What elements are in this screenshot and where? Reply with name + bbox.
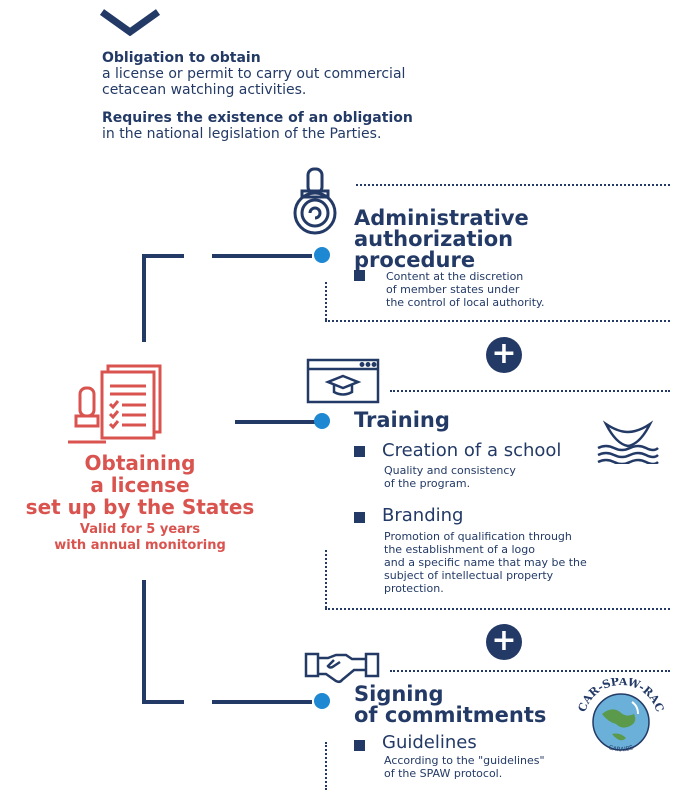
admin-title-line: authorization (354, 227, 514, 251)
admin-text: Content at the discretion of member stat… (386, 270, 544, 309)
validity-line: with annual monitoring (54, 538, 226, 553)
admin-title-line: Administrative (354, 206, 529, 230)
connector-line (212, 700, 312, 704)
license-validity: Valid for 5 years with annual monitoring (0, 522, 280, 554)
school-text-line: Quality and consistency (384, 464, 516, 477)
branding-text-line: Promotion of qualification through (384, 530, 572, 543)
requires-title: Requires the existence of an obligation (102, 110, 413, 126)
requires-line: in the national legislation of the Parti… (102, 126, 382, 142)
obligation-title: Obligation to obtain (102, 50, 261, 66)
whale-tail-icon (597, 420, 659, 464)
connector-line (142, 254, 184, 258)
admin-text-line: the control of local authority. (386, 296, 545, 309)
graduation-screen-icon (306, 358, 380, 404)
svg-text:CARAIBE: CARAIBE (608, 744, 635, 753)
branding-text-line: and a specific name that may be the (384, 556, 587, 569)
bullet-square (354, 512, 365, 523)
dotted-line (390, 390, 670, 392)
branding-text-line: protection. (384, 582, 444, 595)
dotted-line (390, 670, 670, 672)
license-title: Obtaining a license set up by the States (0, 452, 280, 518)
timeline-dot (314, 693, 330, 709)
guidelines-title: Guidelines (382, 732, 477, 753)
timeline-dot (314, 247, 330, 263)
obligation-line: a license or permit to carry out commerc… (102, 66, 406, 82)
dotted-line (356, 184, 670, 186)
admin-text-line: of member states under (386, 283, 520, 296)
dotted-line (325, 550, 327, 608)
guidelines-text-line: According to the "guidelines" (384, 754, 545, 767)
license-documents-icon (68, 364, 162, 444)
connector-line (142, 700, 184, 704)
dotted-line (325, 282, 327, 320)
intro-obligation: Obligation to obtain a license or permit… (102, 50, 405, 98)
logo-text-bottom: CARAIBE (608, 744, 635, 753)
connector-line (142, 580, 146, 704)
branding-title: Branding (382, 505, 464, 526)
admin-title: Administrative authorization procedure (354, 208, 529, 271)
branding-text-line: the establishment of a logo (384, 543, 535, 556)
dotted-line (325, 320, 670, 322)
admin-text-line: Content at the discretion (386, 270, 524, 283)
dotted-line (325, 742, 327, 790)
license-title-line: Obtaining (84, 451, 196, 475)
guidelines-text: According to the "guidelines" of the SPA… (384, 754, 545, 780)
school-title: Creation of a school (382, 440, 562, 461)
connector-line (235, 420, 315, 424)
training-title: Training (354, 408, 450, 432)
branding-text: Promotion of qualification through the e… (384, 530, 587, 595)
obligation-line: cetacean watching activities. (102, 82, 307, 98)
validity-line: Valid for 5 years (79, 522, 201, 537)
guidelines-text-line: of the SPAW protocol. (384, 767, 503, 780)
connector-line (212, 254, 312, 258)
school-text: Quality and consistency of the program. (384, 464, 516, 490)
plus-icon: + (486, 337, 522, 373)
signing-title-line: of commitments (354, 703, 547, 727)
stamp-icon (293, 167, 337, 235)
license-title-line: set up by the States (25, 495, 255, 519)
school-text-line: of the program. (384, 477, 471, 490)
chevron-down-icon (99, 9, 161, 36)
branding-text-line: subject of intellectual property (384, 569, 554, 582)
car-spaw-rac-logo: CAR-SPAW-RAC CARAIBE (576, 678, 667, 753)
intro-requires: Requires the existence of an obligation … (102, 110, 413, 142)
bullet-square (354, 446, 365, 457)
signing-title: Signing of commitments (354, 684, 546, 726)
bullet-square (354, 740, 365, 751)
admin-title-line: procedure (354, 248, 476, 272)
plus-icon: + (486, 624, 522, 660)
handshake-icon (304, 652, 380, 684)
signing-title-line: Signing (354, 682, 444, 706)
connector-line (142, 254, 146, 342)
license-title-line: a license (90, 473, 190, 497)
bullet-square (354, 270, 365, 281)
dotted-line (325, 608, 670, 610)
timeline-dot (314, 413, 330, 429)
